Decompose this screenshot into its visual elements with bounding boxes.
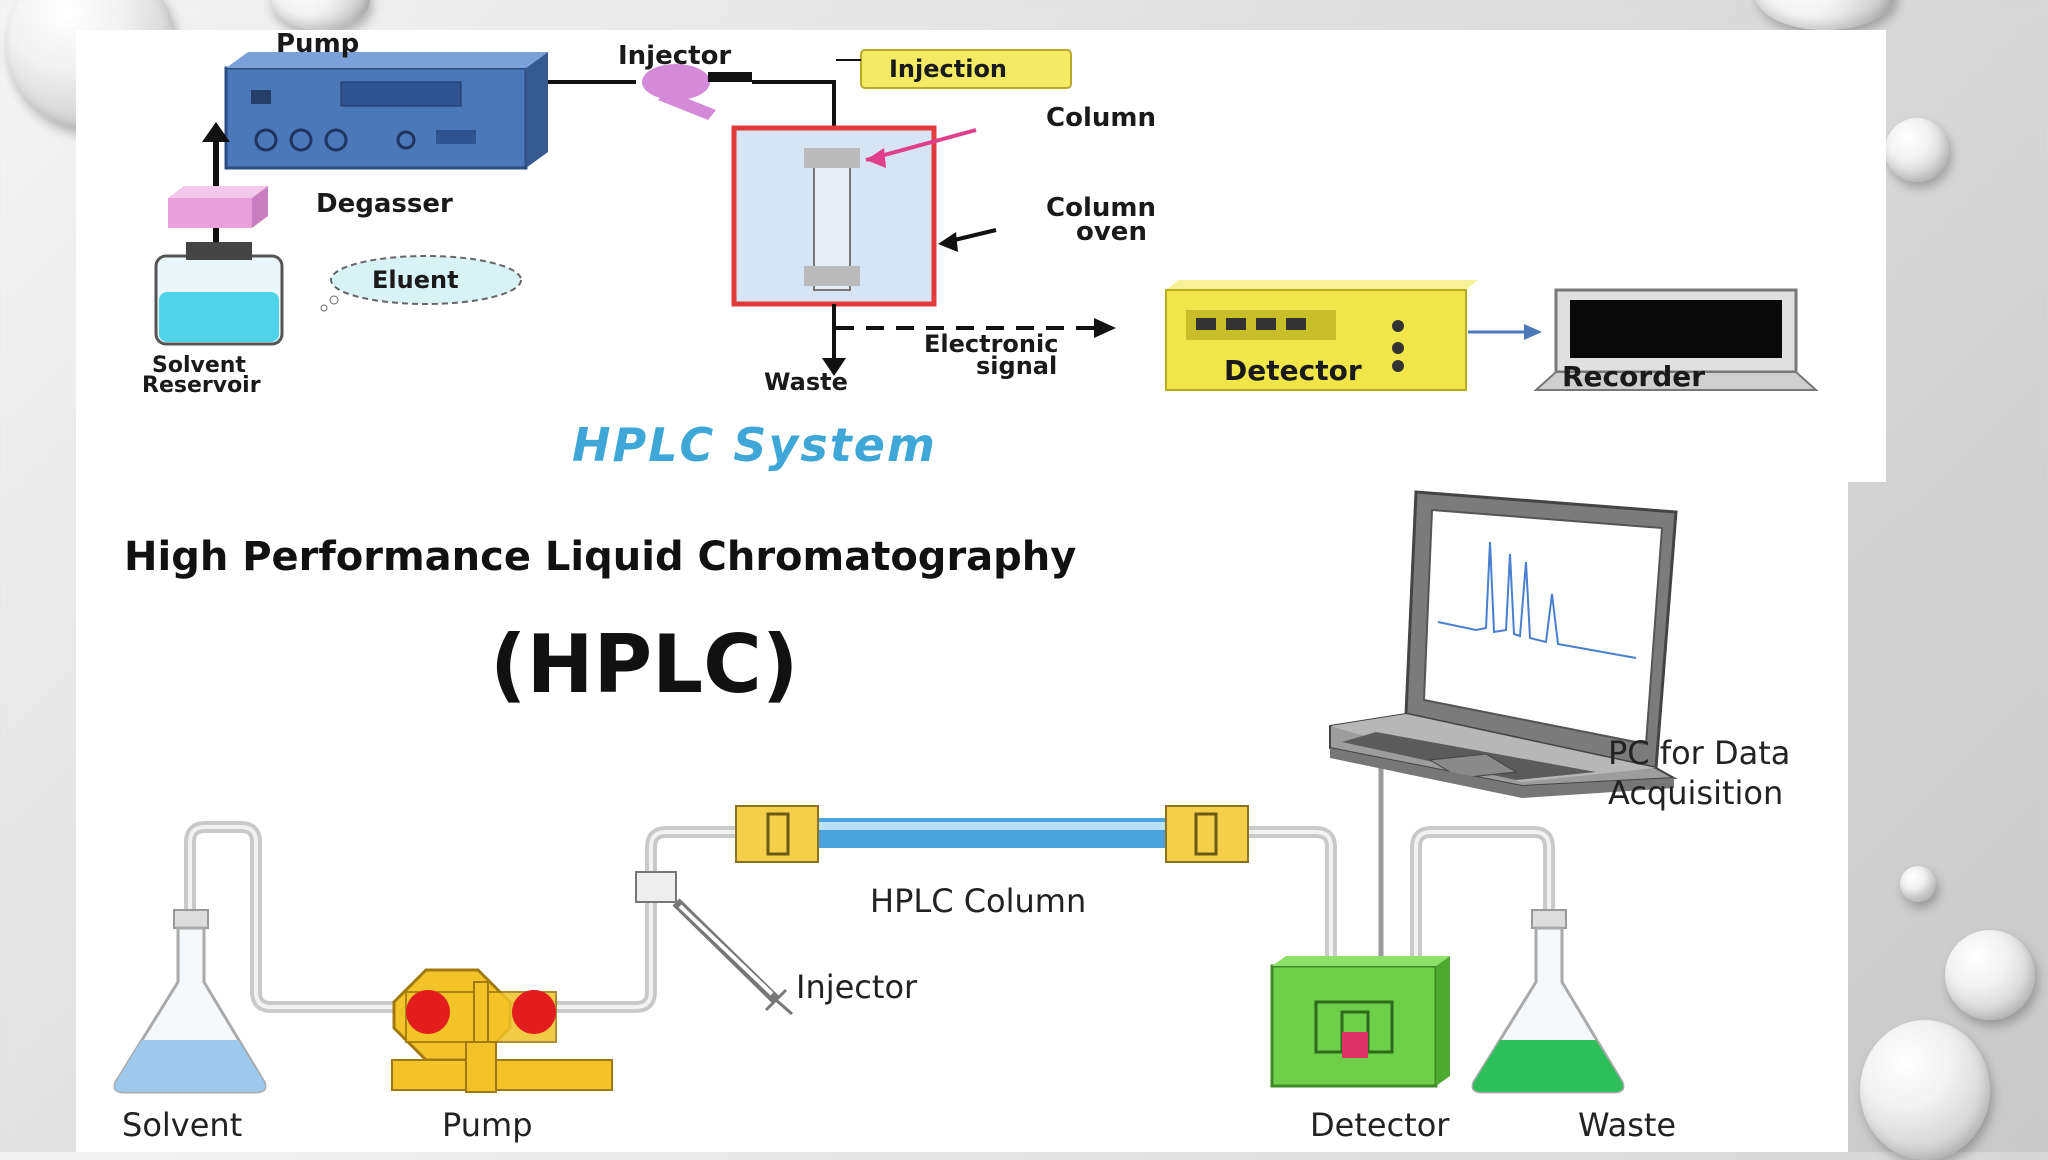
decorative-drop [1755, 0, 1895, 30]
label-solvent-reservoir-2: Reservoir [142, 373, 261, 398]
label-column-oven-1: Column [1046, 193, 1156, 223]
detector-unit-bottom [1270, 956, 1450, 1088]
label-detector: Detector [1224, 354, 1362, 387]
label-hplc-column: HPLC Column [870, 882, 1087, 920]
label-recorder: Recorder [1562, 360, 1705, 393]
diagram-title: High Performance Liquid Chromatography [124, 534, 1077, 580]
solvent-reservoir-bottle [154, 242, 284, 346]
hplc-flow-svg [113, 490, 1678, 1094]
decorative-drop [1860, 1020, 1990, 1160]
label-pump: Pump [276, 30, 359, 59]
waste-flask [1471, 909, 1625, 1094]
diagram-abbreviation: (HPLC) [490, 618, 799, 711]
label-eluent: Eluent [372, 266, 459, 294]
label-column-oven-2: oven [1076, 217, 1147, 247]
label-waste: Waste [764, 368, 848, 396]
label-pc-1: PC for Data [1608, 734, 1791, 772]
label-electronic-signal-1: Electronic [924, 330, 1058, 358]
injector-valve [642, 64, 752, 120]
pump-unit-bottom [391, 968, 613, 1093]
hplc-system-diagram: Pump Injector Injection Column Degasser … [76, 29, 1886, 482]
hplc-column [735, 805, 1249, 863]
label-waste: Waste [1578, 1106, 1677, 1144]
label-detector: Detector [1310, 1106, 1450, 1144]
degasser-block [168, 186, 268, 228]
label-electronic-signal-2: signal [976, 352, 1057, 380]
decorative-drop [1945, 930, 2035, 1020]
pc-laptop [1329, 490, 1678, 798]
decorative-drop [270, 0, 370, 30]
decorative-drop [1885, 118, 1949, 182]
chromatogram-peaks [1437, 541, 1637, 659]
label-solvent: Solvent [122, 1106, 243, 1144]
label-injector: Injector [618, 41, 731, 71]
label-solvent-reservoir-1: Solvent [152, 353, 246, 378]
detector-unit [1165, 280, 1478, 391]
label-column: Column [1046, 103, 1156, 133]
injector-syringe [635, 871, 793, 1016]
label-injector: Injector [796, 968, 918, 1006]
recorder-laptop [1533, 288, 1819, 391]
decorative-drop [1900, 866, 1936, 902]
label-injection: Injection [889, 55, 1007, 83]
label-pump: Pump [442, 1106, 533, 1144]
hplc-flow-diagram: High Performance Liquid Chromatography (… [76, 482, 1848, 1152]
label-degasser: Degasser [316, 189, 453, 219]
label-pc-2: Acquisition [1608, 774, 1784, 812]
pump-unit [224, 52, 548, 170]
hplc-system-svg: Pump Injector Injection Column Degasser … [142, 29, 1819, 398]
hplc-system-caption: HPLC System [572, 418, 937, 472]
solvent-flask [113, 909, 267, 1094]
